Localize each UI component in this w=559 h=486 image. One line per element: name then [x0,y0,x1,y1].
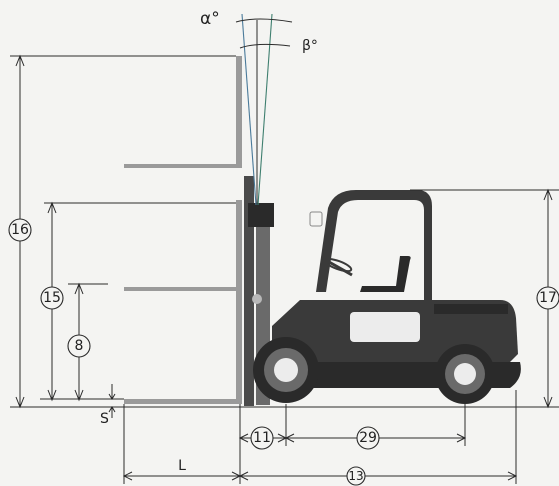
fork-low-vertical [236,290,242,404]
tilt-beta-arc [239,43,291,49]
overhead-guard [316,190,432,300]
fork-lowered-position [124,399,240,404]
steering-wheel [323,257,353,273]
steering-column [321,256,353,277]
dim17-label: 17 [539,290,557,306]
dimension-11: 11 [238,426,288,450]
dim29-arrow-right [456,433,467,443]
s-label: S [100,411,109,427]
dim8-arrow-top [74,282,84,295]
dimension-s: S [40,384,124,427]
l-arrow-left [122,471,133,481]
dim8-badge: 8 [67,334,91,358]
dim11-label: 11 [253,430,271,446]
tilt-cylinder-pivot [252,294,262,304]
dim13-arrow-left [238,471,249,481]
beta-label: β° [302,38,318,54]
dim17-badge: 17 [536,286,559,310]
dimension-l: L [122,458,242,481]
alpha-label: α° [200,9,220,29]
fork-mid-position [124,287,240,291]
dimension-15: 15 [40,201,236,402]
dim16-label: 16 [11,222,29,238]
fork-mid-vertical [236,200,242,290]
front-wheel-hub [274,358,298,382]
forklift-truck [253,190,521,404]
counterweight-top [434,304,508,314]
dim29-badge: 29 [356,426,380,450]
horizontal-reference-lines [123,390,517,484]
mast-outer [244,176,254,406]
dim13-badge: 13 [346,466,366,486]
dim29-label: 29 [359,430,377,446]
tilt-alpha-arc [235,18,293,23]
dim8-arrow-bottom [74,389,84,402]
dim16-arrow-bottom [15,396,25,409]
dim15-label: 15 [43,290,61,306]
dim13-arrow-right [507,471,518,481]
side-panel [350,312,420,342]
guard-decal [309,211,323,227]
mast-head [248,203,274,227]
rear-wheel-hub [454,363,476,385]
tilt-indicator: α° β° [200,9,318,206]
dimension-8: 8 [67,282,108,402]
dimension-29: 29 [284,426,467,450]
dim15-arrow-bottom [47,389,57,402]
dim15-badge: 15 [40,286,64,310]
dimension-16: 16 [8,54,236,409]
fork-top-vertical [236,56,242,168]
s-arrow-top [108,393,116,400]
l-label: L [178,458,186,474]
dimension-13: 13 [238,466,518,486]
dim16-badge: 16 [8,218,32,242]
dimension-17: 17 [410,188,559,409]
tilt-beta-line [257,13,273,206]
dim11-badge: 11 [250,426,274,450]
dim11-arrow-left [238,433,249,443]
tilt-alpha-line [241,13,257,206]
dim29-arrow-left [284,433,295,443]
fork-positions [124,56,242,404]
dim8-label: 8 [75,338,84,354]
dim17-arrow-top [543,188,553,201]
fork-top-position [124,164,240,168]
dim15-arrow-top [47,201,57,214]
operator-seat [360,256,411,292]
dim16-arrow-top [15,54,25,67]
s-arrow-bottom [108,406,116,413]
dim13-label: 13 [348,469,363,483]
dim17-arrow-bottom [543,396,553,409]
